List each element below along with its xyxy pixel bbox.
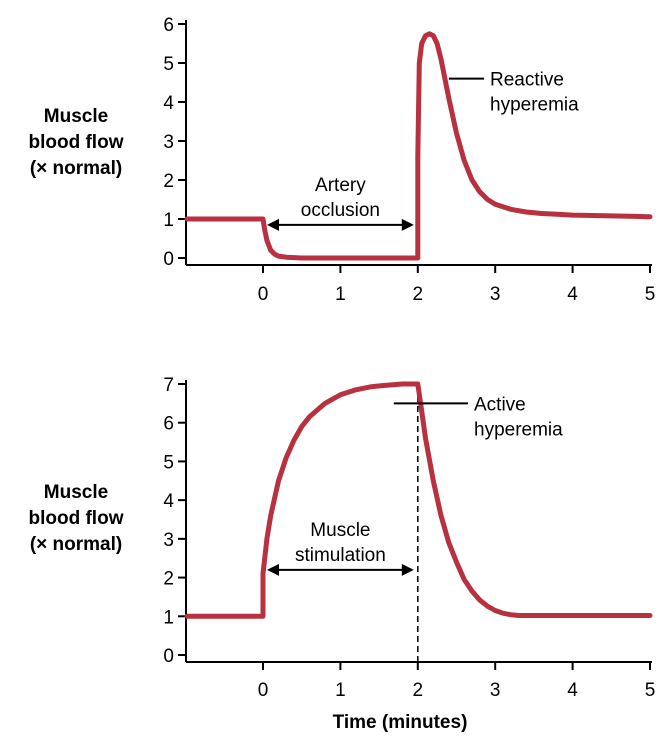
x-tick-label: 1 — [335, 284, 346, 305]
y-tick-label: 5 — [163, 54, 174, 75]
x-tick-label: 3 — [490, 284, 501, 305]
annotation-label: hyperemia — [474, 419, 563, 440]
annotation-label: Muscle — [310, 520, 370, 541]
annotation-label: Active — [474, 394, 526, 415]
y-tick-label: 7 — [163, 375, 174, 396]
x-tick-label: 4 — [567, 680, 578, 701]
annotation-label: stimulation — [295, 545, 386, 566]
annotation-label: hyperemia — [490, 95, 579, 116]
y-tick-label: 1 — [163, 210, 174, 231]
x-tick-label: 3 — [490, 680, 501, 701]
arrowhead-right — [401, 218, 414, 231]
x-tick-label: 1 — [335, 680, 346, 701]
y-tick-label: 4 — [163, 93, 174, 114]
y-tick-label: 1 — [163, 607, 174, 628]
series-line — [184, 381, 653, 619]
y-tick-label: 2 — [163, 569, 174, 590]
arrowhead-left — [267, 218, 279, 231]
arrowhead-left — [267, 563, 279, 576]
y-axis-label: (× normal) — [30, 158, 122, 179]
y-tick-label: 6 — [163, 414, 174, 435]
y-axis-label: Muscle — [44, 482, 108, 503]
y-tick-label: 3 — [163, 530, 174, 551]
y-tick-label: 4 — [163, 491, 174, 512]
annotation-label: Artery — [315, 175, 366, 196]
x-axis-label: Time (minutes) — [333, 712, 468, 733]
y-axis-label: blood flow — [29, 508, 124, 529]
y-tick-label: 0 — [163, 249, 174, 270]
x-tick-label: 5 — [645, 680, 656, 701]
x-tick-label: 4 — [567, 284, 578, 305]
x-tick-label: 0 — [258, 284, 269, 305]
y-axis-label: blood flow — [29, 132, 124, 153]
arrowhead-right — [401, 563, 414, 576]
y-axis-label: Muscle — [44, 106, 108, 127]
y-tick-label: 0 — [163, 646, 174, 667]
y-axis-label: (× normal) — [30, 534, 122, 555]
y-tick-label: 5 — [163, 452, 174, 473]
annotation-label: Reactive — [490, 70, 564, 91]
y-tick-label: 3 — [163, 132, 174, 153]
x-tick-label: 5 — [645, 284, 656, 305]
annotation-label: occlusion — [301, 200, 380, 221]
series-line — [184, 31, 653, 261]
x-tick-label: 2 — [413, 284, 424, 305]
y-tick-label: 6 — [163, 15, 174, 36]
y-tick-label: 2 — [163, 171, 174, 192]
x-tick-label: 0 — [258, 680, 269, 701]
x-tick-label: 2 — [413, 680, 424, 701]
